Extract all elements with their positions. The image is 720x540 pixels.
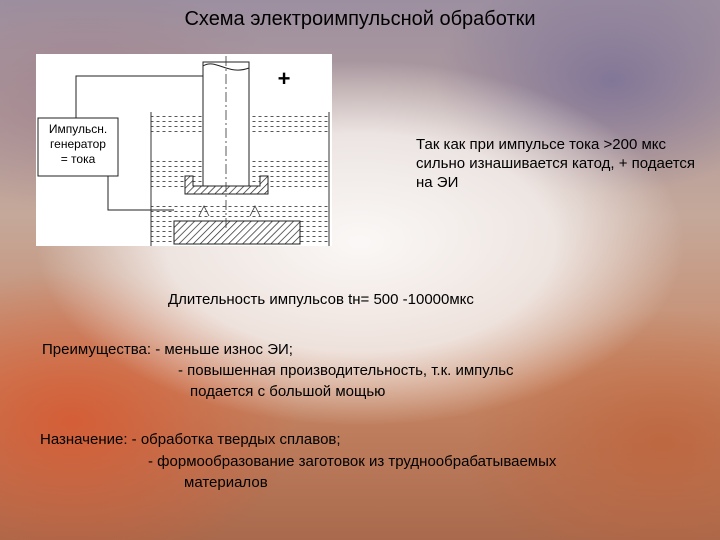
wire-negative [107, 176, 174, 211]
cathode-wear-note: Так как при импульсе тока >200 мкс сильн… [416, 136, 696, 191]
electrode-holder [184, 175, 269, 195]
pulse-generator-box [37, 117, 119, 177]
electrode-break [202, 63, 250, 71]
spark-gap [198, 205, 261, 217]
positive-polarity-sign: + [278, 66, 291, 91]
workpiece [173, 220, 301, 245]
generator-label-line: генератор [50, 137, 106, 151]
generator-label-line: Импульсн. [49, 122, 107, 136]
edm-schematic-diagram: Импульсн. генератор = тока + [36, 54, 332, 246]
purpose-line: материалов [184, 474, 268, 491]
advantages-line: подается с большой мощью [190, 383, 386, 400]
pulse-duration-text: Длительность импульсов tн= 500 -10000мкс [168, 291, 474, 308]
generator-label-line: = тока [61, 152, 96, 166]
purpose-line: Назначение: - обработка твердых сплавов; [40, 431, 341, 448]
slide-title: Схема электроимпульсной обработки [184, 8, 536, 30]
advantages-line: Преимущества: - меньше износ ЭИ; [42, 341, 293, 358]
advantages-line: - повышенная производительность, т.к. им… [178, 362, 514, 379]
purpose-line: - формообразование заготовок из труднооб… [148, 453, 557, 470]
wire-positive [75, 75, 203, 118]
